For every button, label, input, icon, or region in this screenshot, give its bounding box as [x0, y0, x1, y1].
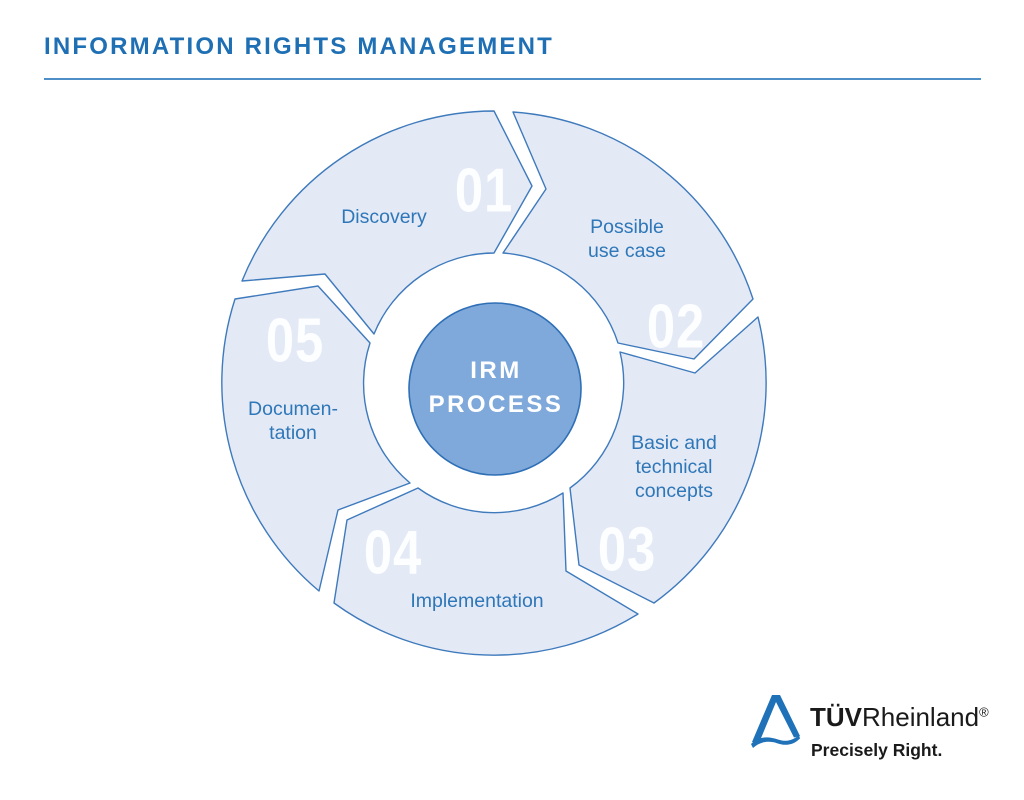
- title-underline: [44, 78, 981, 80]
- segment-label-possible-use-case: Possible use case: [587, 216, 667, 262]
- segment-label-discovery: Discovery: [341, 206, 427, 228]
- hub-circle: [408, 302, 582, 476]
- segment-number-02: 02: [646, 292, 706, 362]
- segment-shape-02: [502, 111, 754, 360]
- brand-tuv: TÜV: [810, 702, 862, 732]
- segment-shape-01: [241, 110, 533, 335]
- segment-number-04: 04: [363, 518, 423, 588]
- tuv-triangle-icon: [751, 695, 800, 748]
- segment-number-03: 03: [597, 515, 657, 585]
- segment-shape-04: [333, 487, 639, 656]
- registered-mark-icon: ®: [979, 704, 989, 720]
- segment-number-05: 05: [265, 306, 325, 376]
- brand-rheinland: Rheinland: [862, 702, 980, 732]
- segment-label-basic-technical-concepts: Basic and technical concepts: [631, 432, 717, 502]
- segment-label-implementation: Implementation: [410, 590, 544, 612]
- segment-number-01: 01: [454, 156, 514, 226]
- segment-label-documentation: Documen- tation: [248, 398, 338, 444]
- brand-tagline: Precisely Right.: [811, 740, 943, 760]
- page-title: INFORMATION RIGHTS MANAGEMENT: [44, 33, 554, 60]
- segment-shape-05: [221, 285, 411, 592]
- hub-label: IRM PROCESS: [428, 357, 564, 418]
- segment-shape-03: [569, 316, 767, 604]
- brand-wordmark: TÜVRheinland®: [810, 702, 989, 732]
